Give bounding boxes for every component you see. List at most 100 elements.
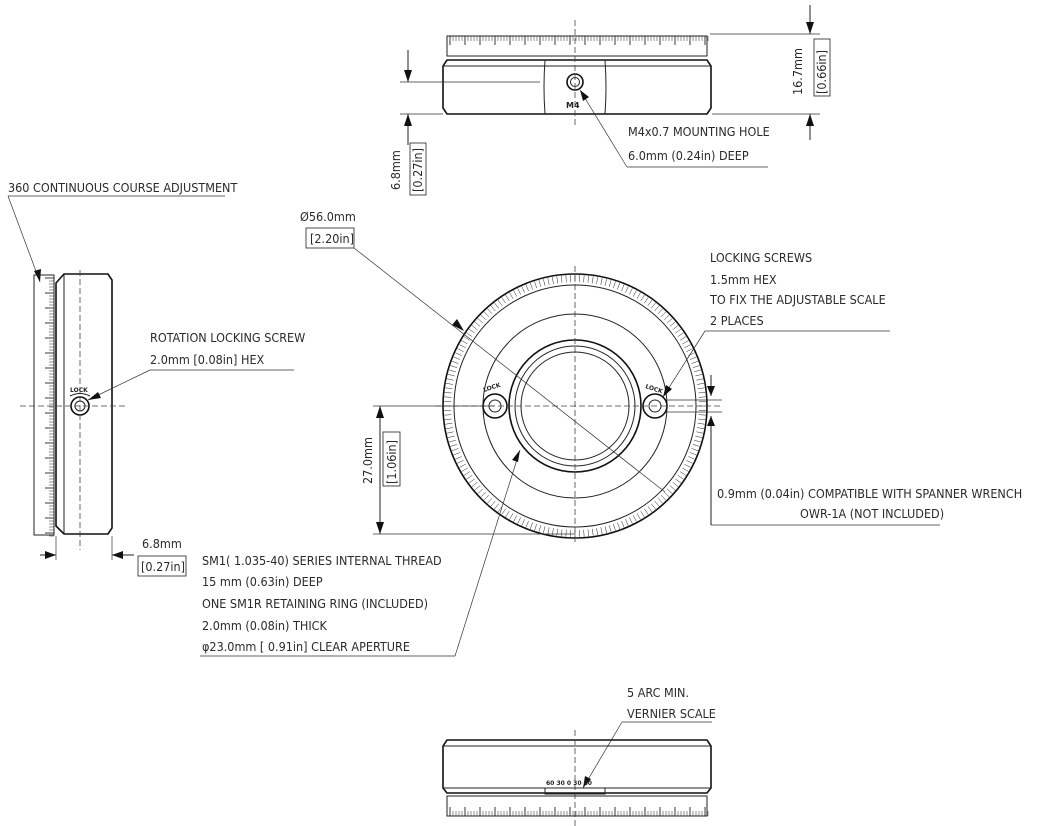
top-depth-mm: 6.8mm	[388, 150, 403, 190]
scale-tick	[600, 277, 603, 285]
scale-tick	[669, 321, 676, 327]
scale-tick	[457, 348, 464, 352]
top-view: M4 16.7mm [0.66in] 6.8mm [0.27in] M4x0.7…	[388, 5, 831, 196]
side-body	[55, 273, 113, 535]
scale-tick	[666, 488, 673, 494]
thread-note-2: 15 mm (0.63in) DEEP	[202, 574, 323, 589]
scale-tick	[680, 471, 687, 476]
vernier-note-1: 5 ARC MIN.	[627, 685, 689, 700]
scale-tick	[686, 460, 693, 464]
thread-note-5: φ23.0mm [ 0.91in] CLEAR APERTURE	[202, 639, 410, 654]
scale-tick	[621, 284, 625, 292]
scale-tick	[538, 525, 542, 532]
scale-tick	[453, 356, 461, 360]
scale-tick	[669, 485, 676, 491]
vernier-note-2: VERNIER SCALE	[627, 706, 716, 721]
scale-tick	[455, 456, 462, 460]
scale-tick	[517, 517, 521, 524]
bottom-body	[442, 739, 712, 794]
scale-tick	[466, 475, 473, 480]
hole-note-2: 6.0mm (0.24in) DEEP	[628, 148, 749, 163]
scale-tick	[490, 500, 496, 507]
hole-marker: M4	[566, 101, 580, 110]
spanner-note-1: 0.9mm (0.04in) COMPATIBLE WITH SPANNER W…	[717, 486, 1022, 501]
scale-tick	[592, 276, 594, 284]
scale-tick	[447, 435, 455, 438]
scale-tick	[629, 288, 633, 295]
scale-tick	[509, 292, 514, 299]
screws-note-2: 1.5mm HEX	[710, 272, 777, 287]
side-view: 360 CONTINUOUS COURSE ADJUSTMENT LOCK RO…	[7, 180, 305, 577]
front-view: LOCK LOCK Ø56.0mm [2.20in] LOCKING SCREW…	[200, 209, 1022, 657]
scale-tick	[444, 418, 452, 420]
scale-tick	[644, 508, 649, 515]
scale-tick	[694, 369, 701, 373]
scale-tick	[621, 520, 625, 528]
front-height-mm: 27.0mm	[360, 437, 375, 484]
scale-tick	[487, 497, 493, 504]
scale-tick	[451, 448, 459, 452]
scale-tick	[556, 528, 558, 536]
scale-tick	[487, 308, 493, 315]
top-height-in: [0.66in]	[814, 50, 829, 94]
scale-tick	[654, 500, 660, 507]
scale-tick	[505, 511, 510, 518]
scale-tick	[480, 491, 486, 498]
side-width-mm: 6.8mm	[142, 536, 182, 551]
scale-tick	[640, 511, 645, 518]
spanner-note-2: OWR-1A (NOT INCLUDED)	[800, 506, 944, 521]
scale-tick	[459, 463, 466, 468]
dia-in: [2.20in]	[310, 231, 354, 246]
scale-tick	[450, 444, 458, 447]
scale-tick	[698, 418, 706, 420]
scale-tick	[672, 325, 679, 330]
scale-tick	[632, 290, 637, 297]
scale-tick	[625, 519, 629, 526]
scale-tick	[629, 517, 633, 524]
side-lock-note-2: 2.0mm [0.08in] HEX	[150, 352, 265, 367]
scale-tick	[660, 495, 667, 501]
scale-tick	[697, 383, 705, 385]
scale-tick	[449, 369, 456, 373]
scale-tick	[529, 522, 533, 530]
scale-tick	[608, 280, 612, 287]
side-lock-label: LOCK	[70, 387, 88, 394]
scale-tick	[651, 302, 656, 309]
scale-tick	[556, 276, 558, 284]
scale-tick	[534, 523, 537, 531]
scale-tick	[666, 318, 673, 324]
scale-tick	[534, 281, 537, 289]
scale-tick	[692, 365, 700, 368]
scale-tick	[596, 276, 598, 284]
vernier-plate	[544, 787, 606, 795]
scale-tick	[552, 276, 554, 284]
scale-tick	[451, 360, 459, 364]
scale-tick	[686, 348, 693, 352]
scale-tick	[592, 528, 594, 536]
scale-tick	[657, 308, 663, 315]
scale-tick	[604, 278, 607, 286]
scale-tick	[647, 299, 653, 306]
scale-tick	[691, 360, 699, 364]
scale-tick	[608, 525, 612, 532]
thread-note-3: ONE SM1R RETAINING RING (INCLUDED)	[202, 596, 428, 611]
scale-tick	[483, 311, 490, 317]
scale-tick	[657, 497, 663, 504]
scale-tick	[446, 431, 454, 434]
scale-tick	[697, 423, 705, 425]
scale-tick	[529, 282, 533, 290]
front-height-in: [1.06in]	[384, 440, 399, 484]
scale-tick	[480, 314, 486, 321]
scale-tick	[675, 328, 682, 334]
scale-tick	[636, 513, 641, 520]
scale-tick	[525, 520, 529, 528]
scale-tick	[471, 325, 478, 330]
thread-note-4: 2.0mm (0.08in) THICK	[202, 618, 327, 633]
course-adjust-label: 360 CONTINUOUS COURSE ADJUSTMENT	[8, 180, 237, 195]
top-scale-strip	[446, 35, 708, 57]
scale-tick	[617, 282, 621, 290]
scale-tick	[640, 294, 645, 301]
side-lock-note-1: ROTATION LOCKING SCREW	[150, 330, 305, 345]
scale-tick	[695, 435, 703, 438]
scale-tick	[697, 387, 705, 389]
